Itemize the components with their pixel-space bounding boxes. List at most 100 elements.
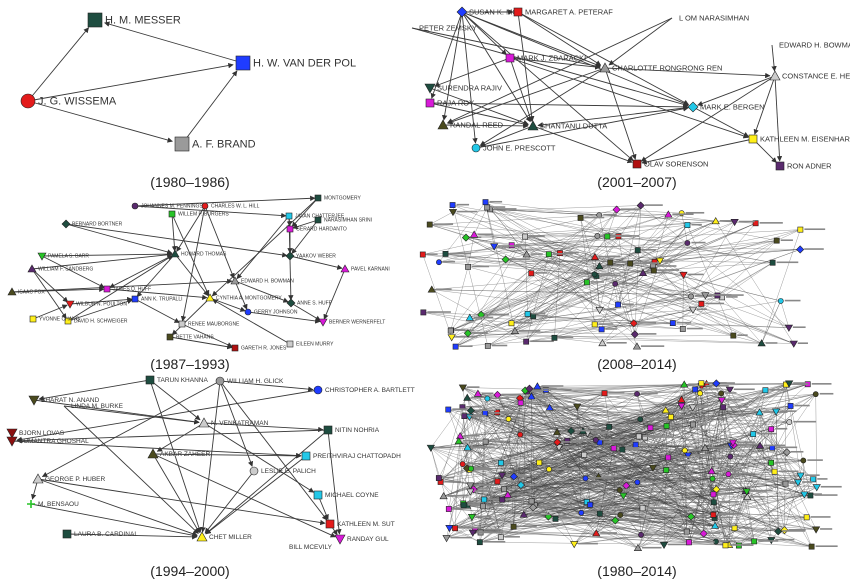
network-edge xyxy=(451,329,602,338)
network-edge xyxy=(585,478,799,483)
network-edge xyxy=(430,447,440,479)
network-node xyxy=(800,491,822,499)
network-node xyxy=(800,457,823,464)
circle-node-marker xyxy=(637,416,644,423)
square-node-marker xyxy=(445,406,452,413)
node-label: BJORN LOVAS xyxy=(19,430,65,437)
network-edge xyxy=(509,57,601,70)
network-edge xyxy=(461,11,531,123)
node-label-mark xyxy=(504,536,520,538)
network-edge xyxy=(446,494,714,539)
network-node xyxy=(554,444,579,452)
square-node-marker xyxy=(501,486,507,493)
node-label-mark xyxy=(508,488,519,490)
triangle-node-marker xyxy=(427,285,436,293)
network-node xyxy=(642,434,673,441)
network-node: BERNARD BORTNER xyxy=(61,219,123,229)
network-edge xyxy=(615,495,811,521)
square-node-marker xyxy=(698,380,705,387)
network-node xyxy=(634,479,654,486)
network-edge xyxy=(548,254,600,310)
network-edge xyxy=(485,418,509,442)
node-label-mark xyxy=(473,316,494,319)
square-node-marker xyxy=(522,233,528,240)
node-label-mark xyxy=(624,513,645,516)
network-node: EILEEN MURRY xyxy=(286,340,334,348)
network-edge xyxy=(721,262,773,298)
network-node: HOWARD THOMAS xyxy=(170,249,227,258)
node-label: AKBAR ZAHEER xyxy=(160,451,211,458)
node-label-mark xyxy=(479,528,502,531)
triangle-node-marker xyxy=(755,408,764,416)
node-label: JOHN E. PRESCOTT xyxy=(483,144,556,153)
network-edge xyxy=(616,209,682,214)
node-label-mark xyxy=(769,389,786,391)
network-node: RON ADNER xyxy=(775,162,832,171)
node-label-mark xyxy=(648,436,673,438)
triangle-node-marker xyxy=(463,393,472,401)
network-node xyxy=(467,513,491,522)
node-label-mark xyxy=(672,213,694,216)
network-edge xyxy=(16,429,329,444)
network-node: CHARLES W. L. HILL xyxy=(201,202,260,210)
node-label-mark xyxy=(504,461,517,464)
network-edge xyxy=(529,388,620,491)
network-edge xyxy=(555,478,586,519)
network-node xyxy=(683,528,704,535)
network-edge xyxy=(422,254,452,338)
triangle-node-marker xyxy=(599,62,611,73)
network-edge xyxy=(596,448,614,534)
node-label: KATHLEEN M. EISENHARDT xyxy=(760,135,850,144)
network-node xyxy=(461,413,487,420)
square-node-marker xyxy=(667,414,674,420)
network-edge xyxy=(431,289,718,296)
network-edge xyxy=(471,516,597,534)
network-node xyxy=(787,403,810,409)
triangle-node-marker xyxy=(595,261,604,270)
node-label-mark xyxy=(456,203,470,206)
network-edge xyxy=(469,236,619,318)
network-edge xyxy=(634,205,641,335)
node-label-mark xyxy=(450,536,472,539)
network-edge xyxy=(450,266,469,331)
network-node xyxy=(782,480,801,487)
node-label-mark xyxy=(529,235,545,237)
network-node xyxy=(612,205,640,214)
network-edge xyxy=(442,123,529,129)
node-label: GARETH R. JONES xyxy=(241,346,287,352)
network-edge xyxy=(525,254,549,342)
node-label-mark xyxy=(693,541,715,543)
node-label-mark xyxy=(586,429,602,432)
tridown-node-marker xyxy=(701,292,710,300)
network-edge xyxy=(429,87,529,126)
square-node-marker xyxy=(610,445,617,452)
network-edge xyxy=(599,262,611,310)
node-label: EDWARD H. BOWMAN xyxy=(779,41,850,50)
tridown-node-marker xyxy=(467,513,477,522)
network-edge xyxy=(511,309,694,324)
network-edge xyxy=(771,44,777,72)
network-edge xyxy=(290,302,321,321)
network-node xyxy=(578,509,598,516)
node-label-mark xyxy=(483,540,506,543)
node-label-mark xyxy=(814,494,838,496)
node-label: ISAAC FOX xyxy=(18,290,45,296)
network-edge xyxy=(533,229,801,317)
triangle-node-marker xyxy=(598,338,607,347)
network-edge xyxy=(452,205,641,213)
node-label-mark xyxy=(780,239,793,242)
network-node xyxy=(637,416,669,423)
network-edge xyxy=(234,280,289,303)
network-node xyxy=(420,309,451,316)
node-label-mark xyxy=(509,258,530,260)
node-label-mark xyxy=(558,336,574,339)
network-edge xyxy=(451,295,718,331)
network-node xyxy=(564,437,588,444)
square-node-marker xyxy=(627,260,634,267)
node-label-mark xyxy=(696,308,708,311)
node-label-mark xyxy=(474,409,496,412)
network-edge xyxy=(525,390,732,446)
circle-node-marker xyxy=(812,391,819,398)
network-edge xyxy=(466,455,689,469)
